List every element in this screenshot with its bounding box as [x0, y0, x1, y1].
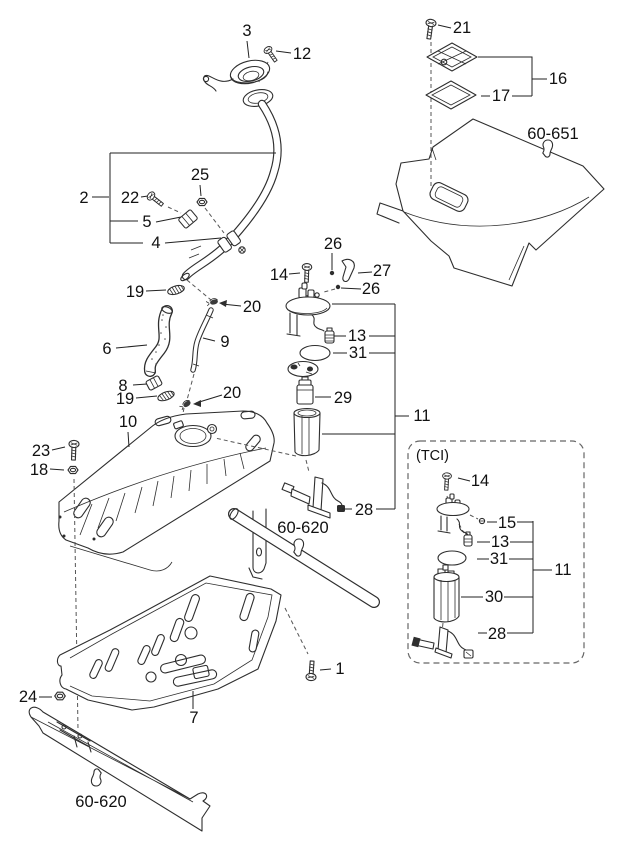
callout-31b[interactable]: 31 [490, 550, 508, 568]
callout-26b[interactable]: 26 [362, 280, 380, 298]
tci-pump-30-drawing [433, 564, 460, 623]
hose-texture [151, 314, 167, 365]
callout-14a[interactable]: 14 [270, 266, 288, 284]
tci-box-label: (TCI) [416, 448, 449, 464]
screw-21-icon [423, 18, 438, 41]
clamp-20-icon [205, 297, 219, 307]
callout-15[interactable]: 15 [498, 514, 516, 532]
callout-13a[interactable]: 13 [348, 327, 366, 345]
callout-17[interactable]: 17 [492, 87, 510, 105]
callout-27[interactable]: 27 [373, 262, 391, 280]
callout-22[interactable]: 22 [121, 189, 139, 207]
callout-25[interactable]: 25 [191, 166, 209, 184]
clamp-8-drawing [145, 375, 163, 391]
callout-21[interactable]: 21 [453, 19, 471, 37]
callout-28a[interactable]: 28 [355, 501, 373, 519]
callout-2[interactable]: 2 [79, 189, 88, 207]
hook-27-drawing [341, 258, 355, 282]
callout-12[interactable]: 12 [293, 45, 311, 63]
callout-9[interactable]: 9 [220, 333, 229, 351]
pump-head-drawing [287, 360, 319, 378]
callout-20a[interactable]: 20 [243, 298, 261, 316]
pump-plate-drawing [285, 282, 331, 337]
nut-25-icon [196, 197, 208, 207]
callout-5[interactable]: 5 [142, 213, 151, 231]
callout-24[interactable]: 24 [19, 688, 37, 706]
callout-7[interactable]: 7 [189, 709, 198, 727]
leader-lines [39, 40, 554, 787]
callout-11b[interactable]: 11 [554, 561, 571, 579]
filler-neck-group [180, 44, 282, 282]
callout-6[interactable]: 6 [102, 340, 111, 358]
tci-screw-15-icon [478, 517, 486, 525]
callout-29[interactable]: 29 [334, 389, 352, 407]
fuel-pump-assembly [214, 253, 409, 519]
bolt-14-icon [301, 262, 313, 283]
callout-16[interactable]: 16 [549, 70, 567, 88]
ref-60-620a[interactable]: 60-620 [277, 519, 328, 537]
callout-20b[interactable]: 20 [223, 384, 241, 402]
access-cover-group [423, 18, 547, 188]
clamp-20b-icon [178, 398, 193, 411]
oring-31-drawing [299, 344, 331, 362]
callout-4[interactable]: 4 [151, 234, 160, 252]
callout-18[interactable]: 18 [30, 461, 48, 479]
callout-30[interactable]: 30 [485, 588, 503, 606]
ref-60-651[interactable]: 60-651 [527, 125, 578, 143]
tci-oring-31-drawing [437, 550, 467, 566]
callout-3[interactable]: 3 [242, 22, 251, 40]
callout-13b[interactable]: 13 [491, 533, 509, 551]
nut-24-icon [54, 691, 66, 701]
callout-19a[interactable]: 19 [126, 283, 144, 301]
fuel-cap-drawing [202, 59, 271, 92]
tci-wiring-28-drawing [411, 626, 474, 659]
screw-12-icon [262, 44, 280, 65]
bolt-1-group [284, 607, 318, 682]
fuel-tank-drawing [58, 410, 275, 572]
valve-13-drawing [324, 327, 335, 344]
screw-22-icon [145, 189, 166, 209]
bracket-4-drawing [217, 230, 246, 254]
callout-14b[interactable]: 14 [471, 472, 489, 490]
tci-variant-box [407, 440, 585, 664]
callout-1[interactable]: 1 [335, 660, 344, 678]
access-hole [429, 182, 469, 212]
tci-bolt-14-icon [441, 472, 453, 491]
callout-labels: 3 12 21 16 17 60-651 2 22 25 5 4 19 20 6… [19, 19, 579, 811]
callout-11a[interactable]: 11 [413, 407, 430, 425]
skid-plate-drawing [56, 575, 282, 711]
clamp-5-drawing [178, 209, 198, 229]
callout-26a[interactable]: 26 [324, 235, 342, 253]
bracket-2-group [92, 152, 276, 254]
callout-8[interactable]: 8 [118, 377, 127, 395]
floor-panel-drawing [376, 118, 605, 287]
side-rail-drawing [28, 691, 211, 832]
callout-28b[interactable]: 28 [488, 625, 506, 643]
bolt-23-icon [67, 439, 80, 461]
ref-60-620b[interactable]: 60-620 [75, 793, 126, 811]
callout-19b[interactable]: 19 [116, 390, 134, 408]
clamp-19-icon [166, 283, 186, 297]
tank-pump-hole [173, 420, 218, 448]
tank-ribs [79, 452, 245, 536]
pointer-pin-60-620b-icon [90, 768, 102, 787]
sender-wiring-drawing [281, 476, 345, 519]
callout-23[interactable]: 23 [32, 442, 50, 460]
bolt-1-icon [305, 660, 318, 682]
clamp-19b-icon [156, 388, 176, 404]
filter-29-drawing [296, 376, 314, 405]
callout-10[interactable]: 10 [119, 413, 137, 431]
hose-group [143, 279, 219, 420]
tci-pump-plate-drawing [436, 493, 470, 536]
callout-31a[interactable]: 31 [349, 344, 367, 362]
skid-plate-slots [89, 592, 260, 687]
tci-valve-13-drawing [463, 531, 473, 547]
reservoir-cup-drawing [293, 407, 321, 457]
nut-18-icon [67, 465, 79, 475]
